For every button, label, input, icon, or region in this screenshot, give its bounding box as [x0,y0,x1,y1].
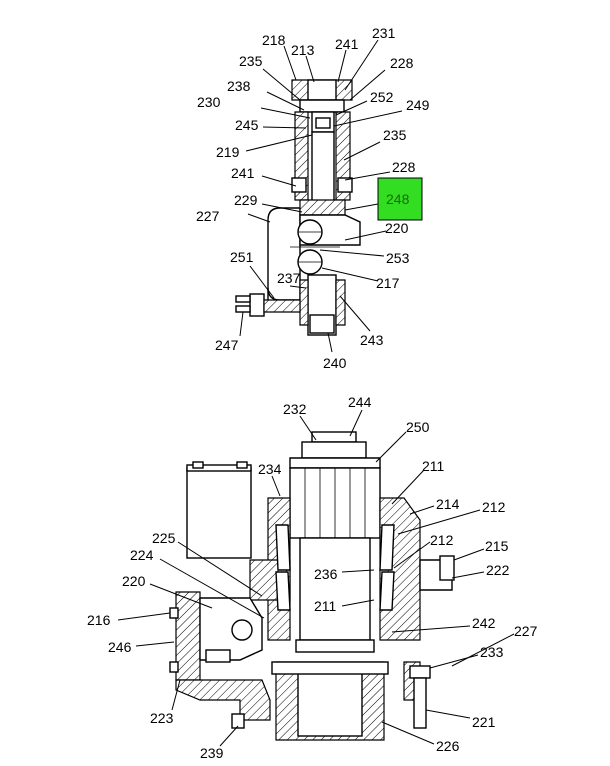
callout-label: 222 [486,562,510,578]
callout-label: 228 [390,55,414,71]
callout-label: 235 [383,127,407,143]
callout-label: 236 [314,566,338,582]
callout-label: 227 [514,623,538,639]
callout-label: 221 [472,714,496,730]
callout-labels: 218 213 241 231 235 228 238 252 230 249 … [87,25,538,761]
callout-label: 238 [227,78,251,94]
callout-label: 224 [130,547,154,563]
callout-label: 219 [216,144,240,160]
callout-label: 251 [230,249,254,265]
callout-label: 216 [87,612,111,628]
callout-label: 223 [150,710,174,726]
callout-label: 237 [277,270,301,286]
callout-label: 252 [370,89,394,105]
callout-label: 220 [122,573,146,589]
callout-label: 211 [422,458,445,474]
highlight-box-248[interactable] [377,177,423,221]
callout-label: 241 [231,165,255,181]
bottom-assembly [169,431,455,741]
callout-label: 234 [258,461,282,477]
callout-label: 214 [436,496,460,512]
callout-label: 220 [385,220,409,236]
callout-label: 239 [200,745,224,761]
callout-label: 242 [472,615,496,631]
callout-label: 241 [335,36,359,52]
callout-label: 232 [283,401,307,417]
callout-label: 247 [215,337,239,353]
callout-label: 213 [291,42,315,58]
callout-label: 212 [430,532,454,548]
callout-label: 246 [108,639,132,655]
callout-label: 245 [235,117,259,133]
callout-label: 243 [360,332,384,348]
callout-label: 226 [436,738,460,754]
callout-label: 225 [152,530,176,546]
callout-label: 244 [348,394,372,410]
top-assembly [235,79,361,336]
callout-label: 253 [386,250,410,266]
callout-label: 218 [262,32,286,48]
callout-label: 250 [406,419,430,435]
callout-label: 230 [197,94,221,110]
callout-label: 249 [406,97,430,113]
callout-label: 215 [485,538,509,554]
callout-label: 229 [234,192,258,208]
leader-lines [117,39,515,747]
callout-label: 211 [314,598,337,614]
callout-label: 228 [392,159,416,175]
callout-label: 235 [239,53,263,69]
callout-label: 212 [482,499,506,515]
callout-label: 240 [323,355,347,371]
callout-label: 231 [372,25,396,41]
callout-label: 227 [196,208,220,224]
callout-label: 217 [376,275,400,291]
callout-label: 233 [480,644,504,660]
callout-label[interactable]: 248 [386,191,410,207]
